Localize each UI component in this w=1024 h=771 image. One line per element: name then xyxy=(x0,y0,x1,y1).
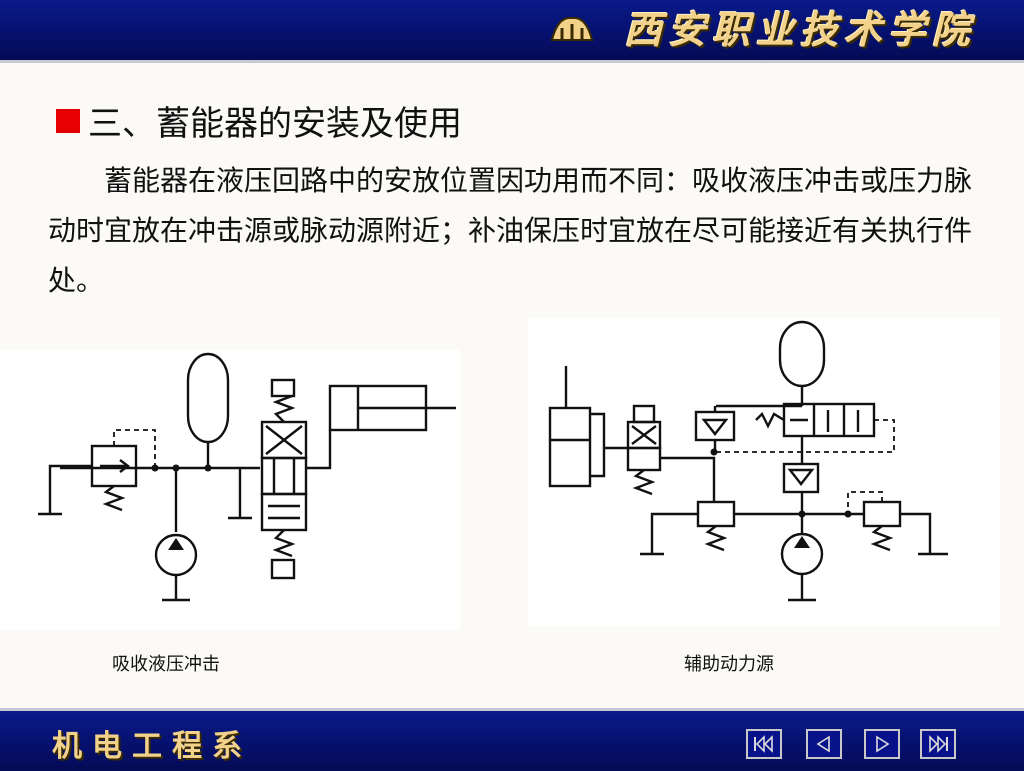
previous-slide-button[interactable] xyxy=(806,729,842,759)
college-logo-icon xyxy=(550,16,594,41)
footer-bar: 机电工程系 xyxy=(0,708,1024,771)
hydraulic-circuit-diagram-left xyxy=(38,352,456,602)
previous-slide-icon xyxy=(816,735,830,753)
header-bar: 西安职业技术学院 xyxy=(0,0,1024,63)
last-slide-icon xyxy=(929,735,948,753)
next-slide-icon xyxy=(876,735,890,753)
first-slide-icon xyxy=(754,735,773,753)
diagram-absorb-shock xyxy=(0,350,460,630)
department-name: 机电工程系 xyxy=(52,729,252,764)
last-slide-button[interactable] xyxy=(920,729,956,759)
heading-text: 三、蓄能器的安装及使用 xyxy=(88,104,462,144)
caption-right: 辅助动力源 xyxy=(684,654,774,675)
red-square-bullet-icon xyxy=(56,108,80,133)
hydraulic-circuit-diagram-right xyxy=(548,320,948,602)
first-slide-button[interactable] xyxy=(746,729,782,759)
diagram-auxiliary-power xyxy=(528,318,1000,626)
body-paragraph: 蓄能器在液压回路中的安放位置因功用而不同：吸收液压冲击或压力脉动时宜放在冲击源或… xyxy=(48,164,973,297)
college-name: 西安职业技术学院 xyxy=(623,7,976,52)
slide-heading: 三、蓄能器的安装及使用 xyxy=(56,96,462,145)
next-slide-button[interactable] xyxy=(864,729,900,759)
caption-left: 吸收液压冲击 xyxy=(112,654,220,675)
